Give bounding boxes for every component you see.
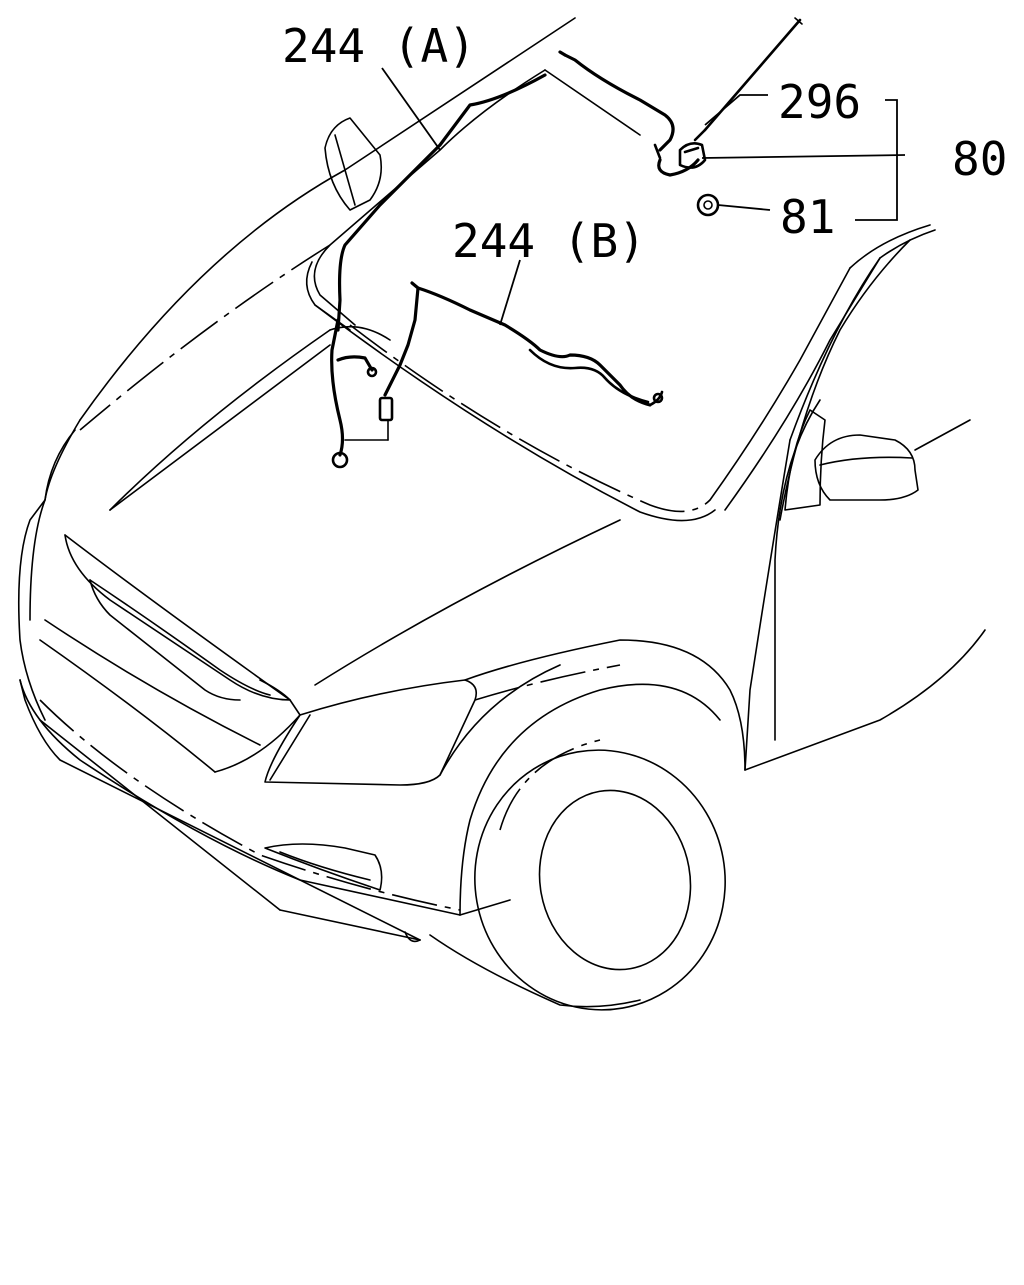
vehicle-body [17,17,986,1011]
callout-296: 296 [778,75,861,129]
callouts: 244 (A) 244 (B) 296 80 81 [282,19,1007,268]
callout-81: 81 [780,190,835,244]
wire-harness-b [378,281,664,441]
wire-harness-a [336,50,675,332]
leader-lines [381,67,906,326]
callout-80: 80 [952,132,1007,186]
callout-244-b: 244 (B) [452,214,646,268]
ground-lead [330,318,389,469]
callout-244-a: 244 (A) [282,19,476,73]
